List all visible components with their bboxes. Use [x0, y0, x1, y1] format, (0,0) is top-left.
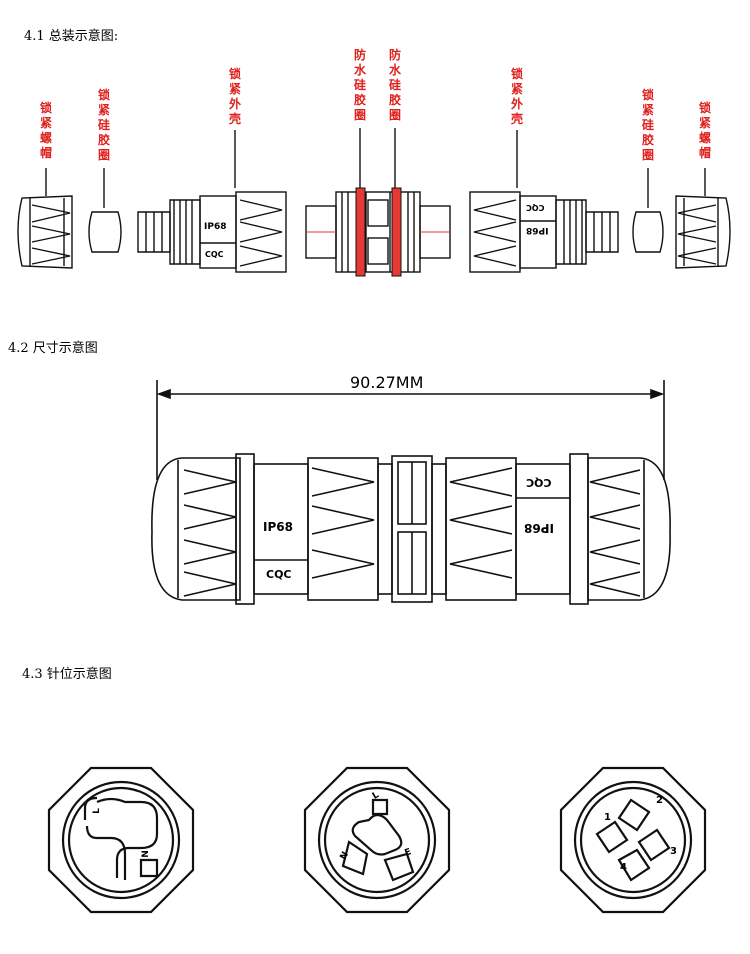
label-ring-right: 防水硅胶圈 [388, 48, 401, 122]
pin-label-2-N: N [140, 850, 151, 858]
label-ring-left: 防水硅胶圈 [353, 48, 366, 122]
lock-nut-right-part [675, 195, 731, 269]
label-seal-right: 锁紧硅胶圈 [641, 88, 654, 162]
waterproof-ring-left [355, 187, 366, 277]
shell-left-part [137, 191, 287, 273]
pin-layout-diagram [47, 766, 707, 914]
pin-label-4-3: 3 [670, 846, 677, 857]
cqc-marking-right: CQC [526, 203, 545, 212]
dimension-length-label: 90.27MM [350, 373, 424, 392]
exploded-assembly-diagram [17, 128, 731, 277]
four-pin-face [559, 766, 707, 914]
label-lock-nut-right: 锁紧螺帽 [698, 101, 711, 160]
cqc-marking-main-right: CQC [526, 476, 552, 489]
ip-marking-main-left: IP68 [263, 520, 293, 534]
dimension-diagram [151, 380, 671, 605]
pin-label-2-L: L [91, 808, 102, 814]
section-title-dimensions: 4.2 尺寸示意图 [8, 341, 98, 356]
seal-left-part [88, 211, 122, 253]
three-pin-face [303, 766, 451, 914]
lock-nut-left-part [17, 195, 73, 269]
section-title-pin-positions: 4.3 针位示意图 [22, 667, 112, 682]
pin-label-4-2: 2 [656, 795, 663, 806]
ip-marking-left: IP68 [204, 222, 227, 232]
ip-marking-main-right: IP68 [524, 521, 554, 535]
label-shell-left: 锁紧外壳 [228, 67, 241, 126]
section-title-assembly: 4.1 总装示意图: [24, 29, 119, 44]
ip-marking-right: IP68 [526, 225, 549, 235]
label-shell-right: 锁紧外壳 [510, 67, 523, 126]
pin-label-4-4: 4 [620, 862, 627, 873]
two-pin-face [47, 766, 195, 914]
waterproof-ring-right [391, 187, 402, 277]
shell-right-part [469, 191, 619, 273]
seal-right-part [632, 211, 664, 253]
label-seal-left: 锁紧硅胶圈 [97, 88, 110, 162]
cqc-marking-left: CQC [205, 250, 224, 259]
label-lock-nut-left: 锁紧螺帽 [39, 101, 52, 160]
cqc-marking-main-left: CQC [266, 568, 292, 581]
pin-label-4-1: 1 [604, 812, 611, 823]
